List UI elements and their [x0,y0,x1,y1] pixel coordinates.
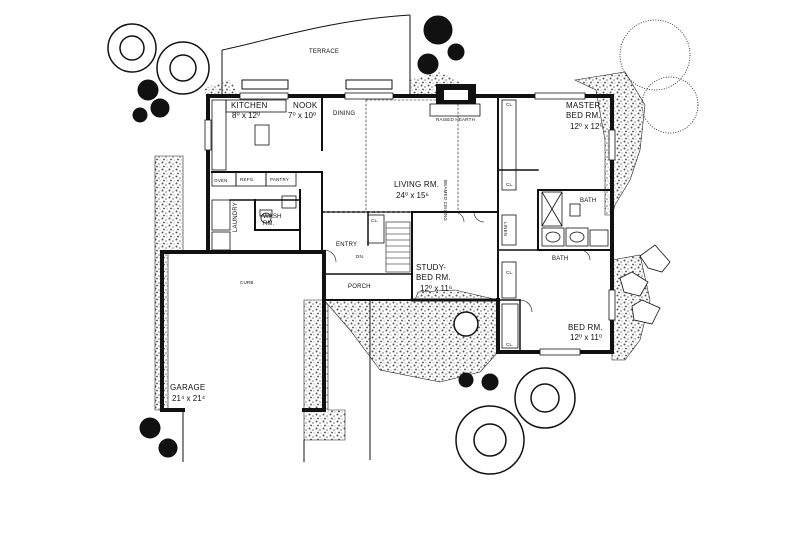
master-label-2: BED RM. [566,111,601,120]
nook-dimensions: 7⁰ x 10⁰ [288,111,317,120]
curb-label: CURB [240,280,254,285]
closet-label-3: CL. [506,270,514,275]
shrubs [132,15,499,458]
closet-label-1: CL. [506,102,514,107]
closet-label-5: CL. [371,218,379,223]
master-label: MASTER [566,101,601,110]
bed-dimensions: 12⁰ x 11⁰ [570,333,603,342]
oven-label: OVEN [214,178,228,183]
nook-label: NOOK [293,101,318,110]
bath-fixtures [541,191,609,247]
bath1-label: BATH [580,198,597,204]
beamed-ceiling-label: BEAMED CEILING [443,180,448,222]
terrace-label: TERRACE [309,49,340,55]
dining-label: DINING [333,111,356,117]
entry-label: ENTRY [336,242,358,248]
closets [367,99,519,349]
kitchen-label: KITCHEN [231,101,268,110]
pantry-label: PANTRY [270,177,290,182]
closet-label-4: CL. [506,342,514,347]
closet-label-2: CL. [506,182,514,187]
refg-label: REFG. [240,177,255,182]
living-label: LIVING RM. [394,180,440,189]
laundry-label: LAUNDRY [233,202,239,232]
kitchen-fixtures [211,99,297,251]
bath2-label: BATH [552,256,569,262]
bed-label: BED RM. [568,323,603,332]
door-swings [323,211,591,313]
tree-outlines [619,19,699,134]
fireplace [429,84,481,117]
garage-label: GARAGE [170,383,206,392]
terrace-outline [221,14,411,96]
down-label: DN. [356,254,365,259]
large-trees [107,23,576,475]
wash-label: WASH [263,214,282,220]
wash-label-2: RM. [263,221,275,227]
study-label: STUDY- [416,263,447,272]
garage-dimensions: 21⁴ x 21⁴ [172,394,206,403]
living-dimensions: 24⁰ x 15⁶ [396,191,429,200]
leaf-shrubs [619,244,671,325]
porch-label: PORCH [348,284,371,290]
master-dimensions: 12⁰ x 12⁰ [570,122,603,131]
study-dimensions: 12⁰ x 11⁶ [420,284,453,293]
linen-label: LINEN [503,222,508,237]
raised-hearth-label: RAISED HEARTH [436,117,476,122]
windows [204,92,616,356]
stairs [385,221,411,273]
kitchen-dimensions: 8⁰ x 12⁰ [232,111,261,120]
study-label-2: BED RM. [416,273,451,282]
driveway [182,300,371,462]
